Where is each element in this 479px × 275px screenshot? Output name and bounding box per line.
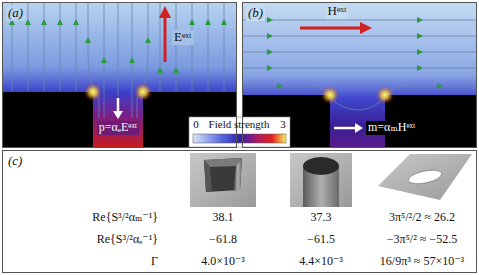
colorbar-title: Field strength: [207, 118, 272, 131]
table-cell: 37.3: [309, 211, 334, 225]
table-cell: −3π⁵/² ≈ −52.5: [385, 233, 459, 247]
table-cell: −61.5: [305, 233, 337, 247]
row-header: Re{S³/²αₘ⁻¹}: [90, 211, 160, 225]
field-label: Eᵉˣᵗ: [172, 30, 194, 45]
field-label: Hᵉˣᵗ: [326, 4, 349, 19]
dipole-label: p=αₑEᵉˣᵗ: [97, 121, 139, 135]
figure-panel: (b): [242, 2, 477, 148]
panel-letter: (c): [6, 153, 24, 169]
table-cell: 4.4×10⁻³: [297, 255, 345, 269]
colorbar-tick: 0: [191, 118, 201, 131]
dipole-label: m=αₘHᵉˣᵗ: [366, 121, 417, 135]
table-cell: −61.8: [207, 233, 239, 247]
panel-letter: (b): [246, 5, 265, 21]
table-cell: 16/9π³ ≈ 57×10⁻³: [378, 255, 466, 269]
row-header: Re{S³/²αₑ⁻¹}: [95, 233, 160, 247]
panel-letter: (a): [6, 5, 25, 21]
row-header: Γ: [149, 255, 160, 269]
table-cell: 38.1: [211, 211, 236, 225]
table-cell: 4.0×10⁻³: [199, 255, 247, 269]
table-cell: 3π⁵/²/2 ≈ 26.2: [387, 211, 457, 225]
colorbar-tick: 3: [278, 118, 288, 131]
